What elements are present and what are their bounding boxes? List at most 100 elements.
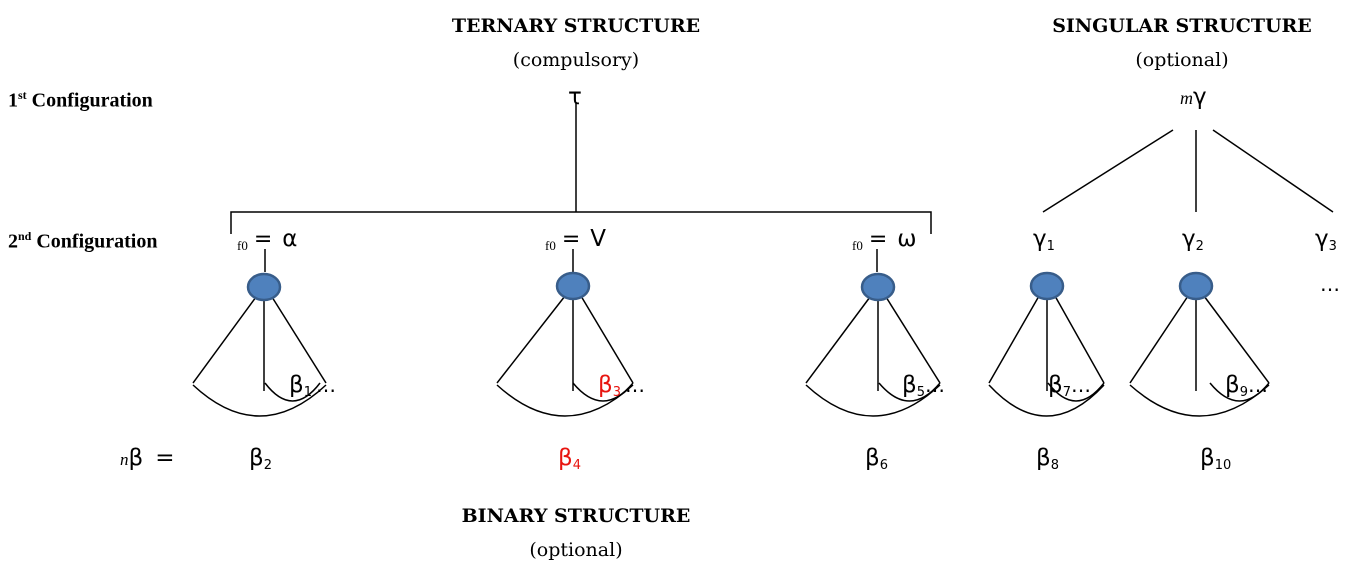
- omega-child: f0 = ω: [852, 226, 917, 253]
- second-config-text: Configuration: [36, 230, 158, 253]
- alpha-outer-arc: [192, 384, 327, 417]
- gamma-symbol: γ: [1033, 226, 1047, 252]
- beta-2-label: β2: [249, 445, 272, 473]
- ternary-note: (compulsory): [512, 49, 640, 71]
- gamma-symbol: γ: [1315, 226, 1329, 252]
- beta-dots: …: [315, 373, 337, 397]
- gamma-1-inner-arc: [1047, 382, 1105, 402]
- beta-symbol: β: [249, 445, 264, 471]
- singular-note: (optional): [1135, 49, 1229, 71]
- beta-symbol: β: [1200, 445, 1215, 471]
- beta-symbol: β: [598, 372, 613, 398]
- beta-symbol: β: [1048, 372, 1063, 398]
- beta-3-label: β3…: [598, 372, 646, 400]
- alpha-inner-arc: [264, 382, 321, 402]
- beta-dots: …: [924, 373, 946, 397]
- gamma-3-child: γ3: [1315, 226, 1337, 254]
- second-config-number: 2: [8, 230, 18, 253]
- gamma-2-outer-arc: [1129, 384, 1270, 417]
- n-beta-symbol: β: [128, 445, 144, 471]
- equals-sign: =: [253, 227, 273, 252]
- n-prefix: n: [120, 450, 129, 469]
- ternary-bracket: [230, 211, 932, 234]
- beta-subscript: 4: [572, 458, 581, 473]
- node-fans: [192, 271, 1270, 417]
- beta-symbol: β: [289, 372, 304, 398]
- alpha-symbol: α: [282, 226, 298, 252]
- beta-subscript: 1: [303, 385, 312, 400]
- beta-symbol: β: [558, 445, 573, 471]
- beta-subscript: 9: [1239, 385, 1248, 400]
- first-config-suffix: st: [18, 88, 27, 102]
- gamma-subscript: 1: [1046, 239, 1055, 254]
- gamma-1-outer-arc: [988, 384, 1105, 417]
- binary-heading: BINARY STRUCTURE: [461, 505, 691, 527]
- gamma-2-fan-right-line: [1203, 295, 1270, 384]
- v-outer-arc: [496, 384, 634, 417]
- equals-sign: =: [868, 227, 888, 252]
- gamma-2-child: γ2: [1182, 226, 1204, 254]
- omega-outer-arc: [805, 384, 941, 417]
- v-fan-left-line: [496, 295, 566, 384]
- beta-7-label: β7…: [1048, 372, 1092, 400]
- f0-prefix: f0: [852, 238, 863, 253]
- beta-4-label: β4: [558, 445, 581, 473]
- beta-1-label: β1…: [289, 372, 337, 400]
- omega-node-circle: [860, 272, 896, 302]
- f0-prefix: f0: [545, 238, 556, 253]
- first-configuration-label: 1st Configuration: [8, 88, 153, 113]
- v-symbol: V: [590, 226, 607, 252]
- beta-subscript: 10: [1214, 458, 1232, 473]
- beta-6-label: β6: [865, 445, 888, 473]
- alpha-node-circle: [246, 272, 282, 302]
- first-config-number: 1: [8, 89, 18, 112]
- gamma-2-fan-left-line: [1129, 295, 1189, 384]
- first-config-text: Configuration: [31, 89, 153, 112]
- beta-dots: …: [1070, 373, 1092, 397]
- omega-fan-right-line: [885, 296, 941, 384]
- beta-subscript: 7: [1062, 385, 1071, 400]
- second-configuration-label: 2nd Configuration: [8, 229, 157, 254]
- gamma-1-child: γ1: [1033, 226, 1055, 254]
- beta-subscript: 3: [612, 385, 621, 400]
- binary-note: (optional): [529, 539, 623, 561]
- gamma-subscript: 2: [1195, 239, 1204, 254]
- gamma-1-fan-left-line: [988, 295, 1040, 384]
- singular-heading: SINGULAR STRUCTURE: [1052, 15, 1312, 37]
- mgamma-line-right: [1212, 129, 1334, 213]
- n-beta-equation: nβ =: [120, 445, 174, 471]
- f0-prefix: f0: [237, 238, 248, 253]
- beta-symbol: β: [1225, 372, 1240, 398]
- omega-symbol: ω: [897, 226, 917, 252]
- m-gamma-symbol: γ: [1193, 84, 1207, 110]
- m-gamma-node: mγ: [1180, 84, 1207, 110]
- v-fan-right-line: [580, 295, 634, 384]
- beta-10-label: β10: [1200, 445, 1232, 473]
- beta-subscript: 5: [916, 385, 925, 400]
- alpha-fan-left-line: [192, 296, 257, 384]
- gamma-ellipsis: …: [1320, 272, 1341, 296]
- gamma-1-fan-right-line: [1054, 295, 1105, 384]
- gamma-2-node-circle: [1178, 271, 1214, 301]
- ternary-heading: TERNARY STRUCTURE: [451, 15, 701, 37]
- v-node-circle: [555, 271, 591, 301]
- tau-node: τ: [568, 84, 582, 110]
- second-config-suffix: nd: [18, 229, 32, 243]
- m-gamma-prefix: m: [1180, 88, 1193, 108]
- beta-9-label: β9…: [1225, 372, 1269, 400]
- beta-subscript: 6: [879, 458, 888, 473]
- n-beta-equals: =: [155, 445, 175, 471]
- omega-fan-left-line: [805, 296, 871, 384]
- beta-subscript: 2: [263, 458, 272, 473]
- mgamma-line-left: [1042, 129, 1174, 213]
- beta-8-label: β8: [1036, 445, 1059, 473]
- beta-5-label: β5…: [902, 372, 946, 400]
- alpha-child: f0 = α: [237, 226, 298, 253]
- beta-symbol: β: [902, 372, 917, 398]
- beta-dots: …: [624, 373, 646, 397]
- beta-subscript: 8: [1050, 458, 1059, 473]
- gamma-subscript: 3: [1328, 239, 1337, 254]
- gamma-1-node-circle: [1029, 271, 1065, 301]
